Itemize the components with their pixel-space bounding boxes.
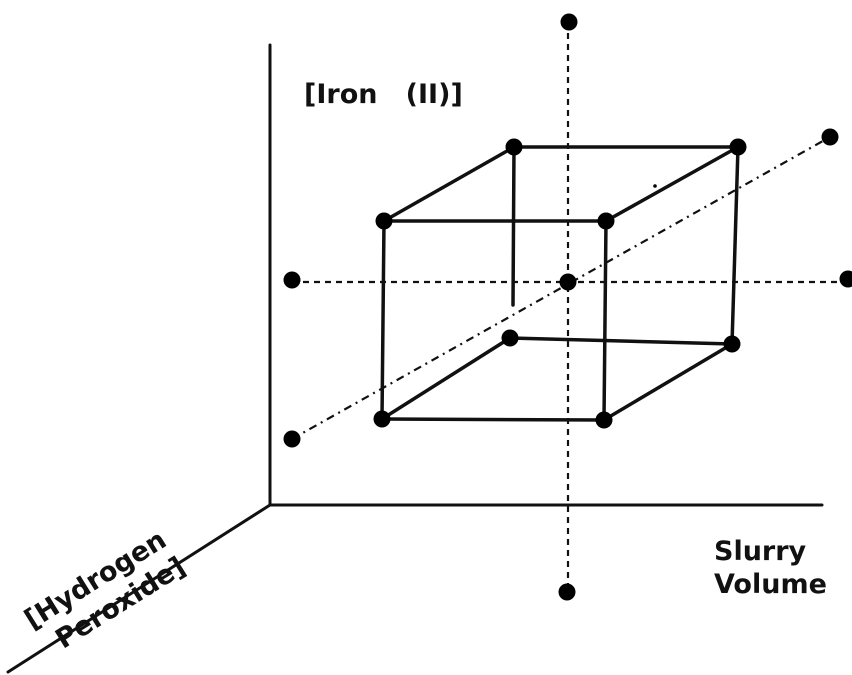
axial-point-left: [283, 271, 301, 289]
slurry-volume-label-line1: Slurry: [714, 536, 807, 567]
speck-mark: [653, 184, 657, 188]
cube-corner-point: [373, 410, 391, 428]
coordinate-axes: [6, 43, 824, 674]
cube-edge: [382, 145, 516, 223]
cube-edge: [508, 336, 734, 346]
cube-edge: [604, 145, 740, 223]
cube-edge: [380, 417, 606, 422]
center-point: [559, 273, 577, 291]
cube-corner-points: [373, 138, 747, 429]
cube-corner-point: [595, 411, 613, 429]
axial-point-front: [283, 430, 301, 448]
axial-point-right: [839, 270, 852, 288]
cube-edge: [511, 145, 516, 307]
cube-corner-point: [597, 212, 615, 230]
cube-edge: [602, 342, 734, 422]
hydrogen-peroxide-label: [Hydrogen Peroxide]: [19, 524, 191, 655]
cube-edge: [602, 219, 608, 422]
depth-axis: [6, 503, 272, 674]
cube-corner-point: [505, 138, 523, 156]
axial-points: [283, 13, 852, 601]
cube-corner-point: [723, 335, 741, 353]
cube-edge: [380, 336, 512, 421]
cube-corner-point: [729, 138, 747, 156]
cube-wireframe: [380, 145, 740, 422]
cube-corner-point: [375, 212, 393, 230]
slurry-volume-label-line2: Volume: [714, 569, 827, 600]
cube-edge: [380, 219, 386, 421]
axial-point-back: [821, 128, 839, 146]
cube-edge: [730, 145, 740, 346]
diagonal-axial-line: [291, 136, 831, 440]
iron-axis-label: [Iron (II)]: [304, 79, 463, 110]
cube-corner-point: [501, 329, 519, 347]
axial-point-top: [560, 13, 578, 31]
axial-point-bottom: [558, 583, 576, 601]
